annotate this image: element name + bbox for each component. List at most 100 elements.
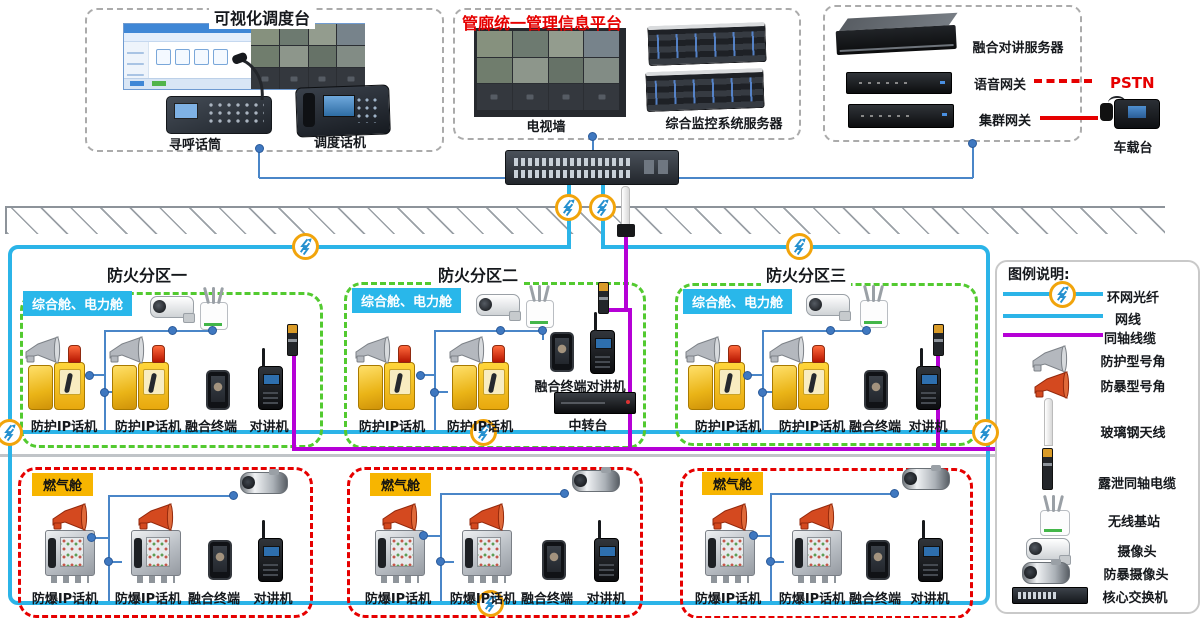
explosion-proof-ip-phone: [375, 503, 425, 583]
device-label: 对讲机: [910, 592, 950, 607]
fiber-node-icon: [589, 194, 616, 221]
legend-title: 图例说明:: [1008, 267, 1070, 283]
ground-hatch: [5, 206, 1165, 234]
explosion-proof-ip-phone: [792, 503, 842, 583]
protective-horn-icon: [1032, 345, 1068, 373]
explosion-horn-icon: [1034, 371, 1070, 399]
legend-label: 玻璃钢天线: [1100, 426, 1166, 441]
legend-label: 环网光纤: [1106, 291, 1160, 306]
device-label: 融合终端: [184, 420, 238, 435]
core-switch: [505, 150, 679, 185]
pstn-dashed-line: [1034, 79, 1092, 83]
tv-wall: [474, 28, 626, 117]
device-label: 防爆IP话机: [449, 592, 517, 607]
fiberglass-antenna-icon: [1044, 398, 1053, 446]
fiber-node-icon: [292, 233, 319, 260]
repeater-station: [554, 392, 636, 414]
fiberglass-antenna: [621, 186, 630, 228]
fiber-node-icon: [786, 233, 813, 260]
cluster-gateway-device: [848, 104, 954, 128]
fusion-terminal: [550, 332, 574, 372]
walkie-talkie: [590, 312, 615, 374]
legend-label: 防暴摄像头: [1103, 568, 1169, 583]
device-label: 防爆IP话机: [364, 592, 432, 607]
fusion-terminal: [542, 540, 566, 580]
zone3-cabin-tag: 综合舱、电力舱: [683, 289, 793, 314]
monitor-server-1: [647, 21, 767, 67]
device-label: 防护IP话机: [694, 420, 762, 435]
fiber-node-icon: [470, 419, 497, 446]
coax-bus: [292, 447, 1006, 451]
paging-mic-label: 寻呼话筒: [168, 138, 222, 153]
ring-fiber-mid: [10, 430, 988, 434]
device-label: 融合终端: [848, 592, 902, 607]
explosion-proof-ip-phone: [45, 503, 95, 583]
explosion-proof-ip-phone: [131, 503, 181, 583]
dispatch-phone-label: 调度话机: [313, 136, 367, 151]
fusion-intercom-server: [835, 12, 958, 59]
voice-gateway-label: 语音网关: [973, 78, 1027, 93]
fiber-node-icon: [0, 419, 23, 446]
device-label: 融合终端: [848, 420, 902, 435]
legend-label: 防暴型号角: [1100, 380, 1166, 395]
protective-ip-phone: [25, 336, 86, 410]
dispatch-box-title: 可视化调度台: [208, 5, 316, 29]
protective-ip-phone: [769, 336, 830, 410]
paging-mic-console: [166, 96, 272, 134]
tv-wall-label: 电视墙: [526, 120, 566, 135]
protective-ip-phone: [355, 336, 416, 410]
legend-label: 网线: [1114, 313, 1142, 328]
device-label: 防爆IP话机: [31, 592, 99, 607]
wireless-base-icon: [1040, 494, 1070, 536]
leaky-coax-zone3: [933, 324, 944, 356]
legend-label: 无线基站: [1107, 515, 1161, 530]
zone3-title: 防火分区三: [760, 262, 852, 286]
zone1-cabin-tag: 综合舱、电力舱: [23, 291, 133, 316]
gas3-tag: 燃气舱: [702, 472, 764, 495]
camera-icon: [1026, 538, 1071, 565]
fiber-node-icon: [477, 590, 504, 617]
legend-label: 防护型号角: [1100, 355, 1166, 370]
legend-label: 摄像头: [1117, 545, 1157, 560]
device-label: 防护IP话机: [30, 420, 98, 435]
fusion-terminal: [866, 540, 890, 580]
antenna-mount: [617, 224, 635, 237]
vehicle-station-label: 车载台: [1113, 141, 1153, 156]
legend-label: 露泄同轴电缆: [1097, 477, 1177, 492]
dispatch-ui: [124, 24, 251, 89]
fiber-node-icon: [555, 194, 582, 221]
intercom-server-box: [823, 5, 1082, 142]
coax-feed: [598, 282, 609, 314]
device-label: 对讲机: [249, 420, 289, 435]
protective-ip-phone: [685, 336, 746, 410]
gas1-box: [18, 467, 313, 618]
walkie-talkie: [594, 520, 619, 582]
walkie-talkie: [916, 348, 941, 410]
walkie-talkie: [258, 348, 283, 410]
fiber-node-icon: [1049, 281, 1076, 308]
zone1-title: 防火分区一: [101, 262, 193, 286]
zone2-title: 防火分区二: [432, 262, 524, 286]
walkie-talkie: [258, 520, 283, 582]
camera: [150, 296, 195, 323]
legend-label: 核心交换机: [1102, 591, 1168, 606]
voice-gateway-device: [846, 72, 952, 94]
device-label: 融合终端: [520, 592, 574, 607]
link-dot: [588, 132, 597, 141]
gas1-tag: 燃气舱: [32, 473, 94, 496]
fiber-node-icon: [972, 419, 999, 446]
walkie-talkie: [918, 520, 943, 582]
gas3-box: [680, 468, 973, 618]
fusion-terminal: [864, 370, 888, 410]
legend-label: 同轴线缆: [1103, 332, 1157, 347]
platform-title: 管廊统一管理信息平台: [462, 14, 623, 33]
device-label: 防爆IP话机: [694, 592, 762, 607]
monitor-server-2: [645, 67, 765, 113]
wireless-base-station: [526, 284, 554, 328]
fusion-server-label: 融合对讲服务器: [972, 41, 1064, 56]
wireless-base-station: [860, 284, 888, 328]
explosion-camera-icon: [1022, 559, 1070, 584]
dispatch-phone: [295, 84, 391, 138]
device-label: 防爆IP话机: [114, 592, 182, 607]
gooseneck-mic-icon: [232, 52, 264, 100]
